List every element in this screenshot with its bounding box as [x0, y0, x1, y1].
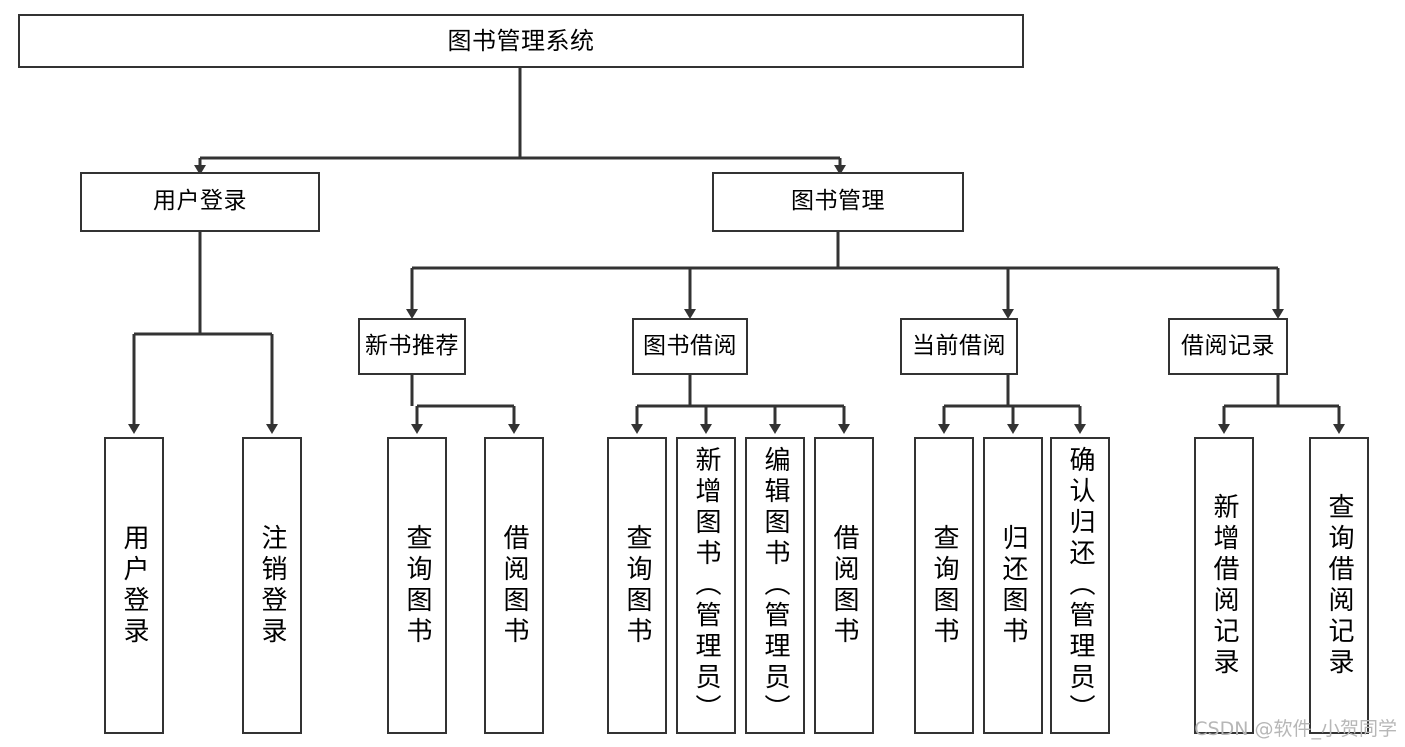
node-label: 查询图书	[622, 523, 652, 648]
node-label: 归还图书	[998, 523, 1028, 648]
node-label: 查询图书	[402, 523, 432, 648]
leaf-borrow-edit-book-admin[interactable]: 编辑图书（管理员）	[745, 437, 805, 734]
node-label: 借阅图书	[499, 523, 529, 648]
node-label: 借阅图书	[829, 523, 859, 648]
leaf-current-confirm-return-admin[interactable]: 确认归还（管理员）	[1050, 437, 1110, 734]
node-label: 借阅记录	[1181, 332, 1275, 359]
node-root-system[interactable]: 图书管理系统	[18, 14, 1024, 68]
leaf-recommend-borrow-book[interactable]: 借阅图书	[484, 437, 544, 734]
node-label: 新书推荐	[365, 332, 459, 359]
node-label: 新增图书（管理员）	[691, 446, 721, 725]
node-label: 图书借阅	[643, 332, 737, 359]
node-book-borrow[interactable]: 图书借阅	[632, 318, 748, 375]
leaf-current-return-book[interactable]: 归还图书	[983, 437, 1043, 734]
leaf-borrow-borrow-book[interactable]: 借阅图书	[814, 437, 874, 734]
leaf-borrow-query-book[interactable]: 查询图书	[607, 437, 667, 734]
node-current-borrow[interactable]: 当前借阅	[900, 318, 1018, 375]
leaf-record-query-record[interactable]: 查询借阅记录	[1309, 437, 1369, 734]
csdn-watermark: CSDN @软件_小贺同学	[1194, 718, 1397, 740]
node-label: 确认归还（管理员）	[1065, 446, 1095, 725]
node-label: 查询图书	[929, 523, 959, 648]
leaf-user-login-signout[interactable]: 注销登录	[242, 437, 302, 734]
leaf-recommend-query-book[interactable]: 查询图书	[387, 437, 447, 734]
node-user-login[interactable]: 用户登录	[80, 172, 320, 232]
node-label: 查询借阅记录	[1324, 492, 1354, 679]
node-label: 用户登录	[153, 188, 247, 215]
leaf-borrow-add-book-admin[interactable]: 新增图书（管理员）	[676, 437, 736, 734]
node-label: 用户登录	[119, 523, 149, 648]
leaf-current-query-book[interactable]: 查询图书	[914, 437, 974, 734]
node-label: 新增借阅记录	[1209, 492, 1239, 679]
node-label: 图书管理系统	[447, 26, 595, 55]
node-borrow-record[interactable]: 借阅记录	[1168, 318, 1288, 375]
leaf-record-add-record[interactable]: 新增借阅记录	[1194, 437, 1254, 734]
node-new-book-recommend[interactable]: 新书推荐	[358, 318, 466, 375]
node-label: 当前借阅	[912, 332, 1006, 359]
node-label: 编辑图书（管理员）	[760, 446, 790, 725]
node-book-management[interactable]: 图书管理	[712, 172, 964, 232]
node-label: 注销登录	[257, 523, 287, 648]
leaf-user-login-signin[interactable]: 用户登录	[104, 437, 164, 734]
node-label: 图书管理	[791, 188, 885, 215]
